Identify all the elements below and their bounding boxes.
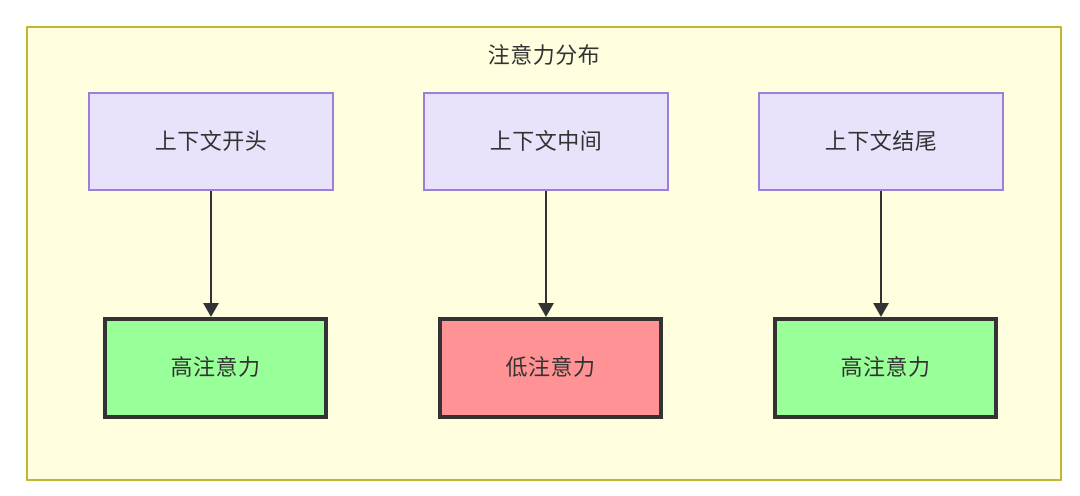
subgraph-title: 注意力分布 (487, 43, 601, 68)
edge-middle-to-low (538, 191, 554, 317)
node-attention-high-start[interactable]: 高注意力 (103, 317, 328, 419)
node-context-middle[interactable]: 上下文中间 (423, 92, 669, 191)
node-attention-low-middle-label: 低注意力 (505, 355, 596, 380)
node-context-start-label: 上下文开头 (154, 128, 268, 154)
node-context-middle-label: 上下文中间 (489, 128, 603, 154)
node-context-end-label: 上下文结尾 (824, 128, 938, 154)
node-context-end[interactable]: 上下文结尾 (758, 92, 1004, 191)
edge-end-to-high (873, 191, 889, 317)
node-attention-high-start-label: 高注意力 (170, 355, 261, 380)
node-attention-high-end[interactable]: 高注意力 (773, 317, 998, 419)
node-context-start[interactable]: 上下文开头 (88, 92, 334, 191)
node-attention-low-middle[interactable]: 低注意力 (438, 317, 663, 419)
node-attention-high-end-label: 高注意力 (840, 355, 931, 380)
edge-start-to-high (203, 191, 219, 317)
